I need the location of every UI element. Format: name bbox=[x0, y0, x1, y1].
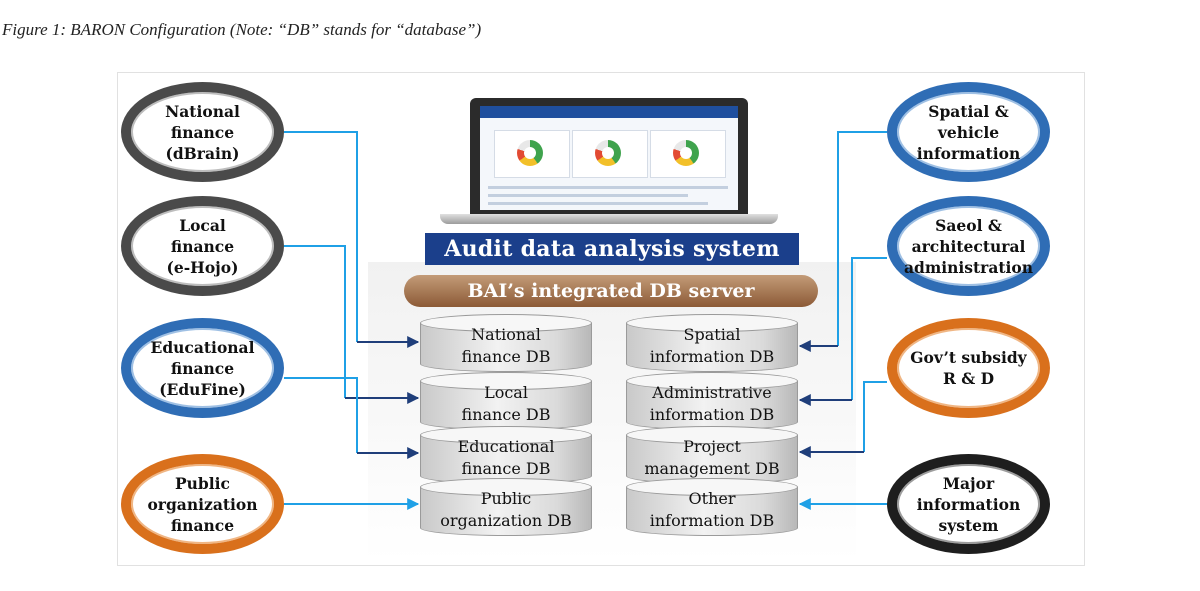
db-label: Project management DB bbox=[644, 437, 780, 478]
dashboard-header-bar bbox=[480, 106, 738, 118]
db-administrative-information: Administrative information DB bbox=[626, 372, 798, 430]
connector-local-finance bbox=[284, 245, 346, 398]
dashboard-row bbox=[488, 186, 728, 189]
source-spatial-vehicle: Spatial & vehicle information bbox=[887, 82, 1050, 182]
dashboard-card bbox=[494, 130, 570, 178]
source-educational-finance: Educational finance (EduFine) bbox=[121, 318, 284, 418]
laptop-base bbox=[440, 214, 778, 224]
source-govt-subsidy-rd: Gov’t subsidy R & D bbox=[887, 318, 1050, 418]
source-public-organization-finance: Public organization finance bbox=[121, 454, 284, 554]
gauge-icon bbox=[673, 140, 699, 166]
db-label: Local finance DB bbox=[461, 383, 551, 424]
dashboard-row bbox=[488, 194, 688, 197]
source-saeol-architectural: Saeol & architectural administration bbox=[887, 196, 1050, 296]
db-label: Administrative information DB bbox=[649, 383, 775, 424]
dashboard-row bbox=[488, 202, 708, 205]
dashboard-card bbox=[572, 130, 648, 178]
dashboard-screen bbox=[480, 106, 738, 210]
source-major-information-system: Major information system bbox=[887, 454, 1050, 554]
gauge-icon bbox=[595, 140, 621, 166]
db-local-finance: Local finance DB bbox=[420, 372, 592, 430]
source-local-finance: Local finance (e-Hojo) bbox=[121, 196, 284, 296]
figure-caption: Figure 1: BARON Configuration (Note: “DB… bbox=[2, 20, 482, 39]
db-label: Public organization DB bbox=[440, 489, 572, 530]
server-label: BAI’s integrated DB server bbox=[404, 275, 818, 307]
laptop-illustration bbox=[470, 98, 748, 216]
db-label: Spatial information DB bbox=[649, 325, 775, 366]
db-other-information: Other information DB bbox=[626, 478, 798, 536]
db-public-organization: Public organization DB bbox=[420, 478, 592, 536]
db-label: Other information DB bbox=[649, 489, 775, 530]
connector-educational-finance bbox=[284, 377, 358, 453]
db-label: Educational finance DB bbox=[457, 437, 555, 478]
db-spatial-information: Spatial information DB bbox=[626, 314, 798, 372]
db-educational-finance: Educational finance DB bbox=[420, 426, 592, 484]
gauge-icon bbox=[517, 140, 543, 166]
connector-govt-subsidy bbox=[863, 381, 887, 452]
source-national-finance: National finance (dBrain) bbox=[121, 82, 284, 182]
db-label: National finance DB bbox=[461, 325, 551, 366]
connector-spatial-vehicle bbox=[837, 131, 887, 346]
connector-saeol-architectural bbox=[851, 257, 887, 400]
dashboard-card bbox=[650, 130, 726, 178]
connector-national-finance bbox=[284, 131, 358, 342]
system-title: Audit data analysis system bbox=[425, 233, 799, 265]
